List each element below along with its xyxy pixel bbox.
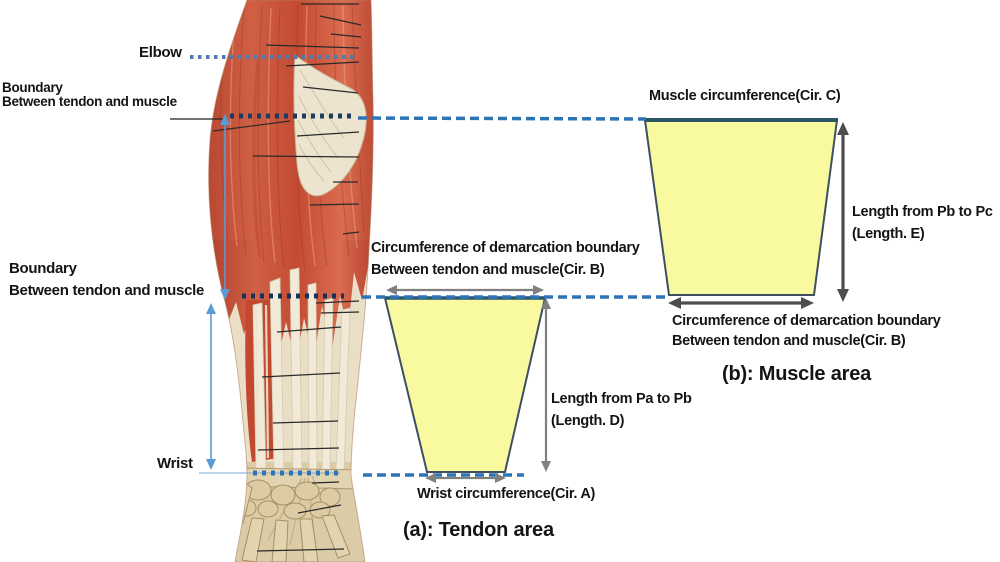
anatomy-leader-lines xyxy=(212,3,362,552)
length-d-arrow xyxy=(541,298,551,472)
tendon-area-caption: (a): Tendon area xyxy=(403,519,554,541)
tendon-length-label-line1: Length from Pa to Pb xyxy=(551,391,692,407)
muscle-trapezoid xyxy=(643,119,839,296)
tendon-top-circumference-label-line1: Circumference of demarcation boundary xyxy=(371,240,640,256)
wrist-label: Wrist xyxy=(157,455,193,472)
arm-outline xyxy=(208,0,374,562)
boundary-upper-to-lower-span-arrow xyxy=(220,114,230,300)
cir-b-arrow-tendon xyxy=(386,285,544,295)
forearm-illustration xyxy=(208,0,374,562)
cir-b-arrow-muscle xyxy=(668,297,814,309)
boundary-lower-to-wrist-span-arrow xyxy=(206,303,216,470)
aponeurosis-fibers xyxy=(297,69,345,182)
elbow-label: Elbow xyxy=(139,44,182,61)
wrist-circumference-label: Wrist circumference(Cir. A) xyxy=(417,486,596,502)
muscle-area-caption: (b): Muscle area xyxy=(722,363,872,385)
boundary-upper-label-line1: Boundary xyxy=(2,80,63,95)
muscle-length-label-line1: Length from Pb to Pc xyxy=(852,204,993,220)
boundary-upper-dashed-line xyxy=(357,116,647,121)
boundary-lower-label-line2: Between tendon and muscle xyxy=(9,282,205,299)
muscle-circumference-label: Muscle circumference(Cir. C) xyxy=(649,88,841,104)
tendon-top-circumference-label-line2: Between tendon and muscle(Cir. B) xyxy=(371,262,605,278)
boundary-upper-label-line2: Between tendon and muscle xyxy=(2,94,177,109)
cir-a-arrow xyxy=(425,473,506,483)
muscle-bottom-circumference-label-line1: Circumference of demarcation boundary xyxy=(672,313,941,329)
tendon-trapezoid xyxy=(383,297,547,473)
muscle-length-label-line2: (Length. E) xyxy=(852,226,925,242)
boundary-lower-label-line1: Boundary xyxy=(9,260,77,277)
length-e-arrow xyxy=(837,122,849,302)
tendon-length-label-line2: (Length. D) xyxy=(551,413,625,429)
carpal-bones xyxy=(237,479,341,520)
thin-tendon-lines xyxy=(254,304,270,459)
muscle-bottom-circumference-label-line2: Between tendon and muscle(Cir. B) xyxy=(672,333,906,349)
